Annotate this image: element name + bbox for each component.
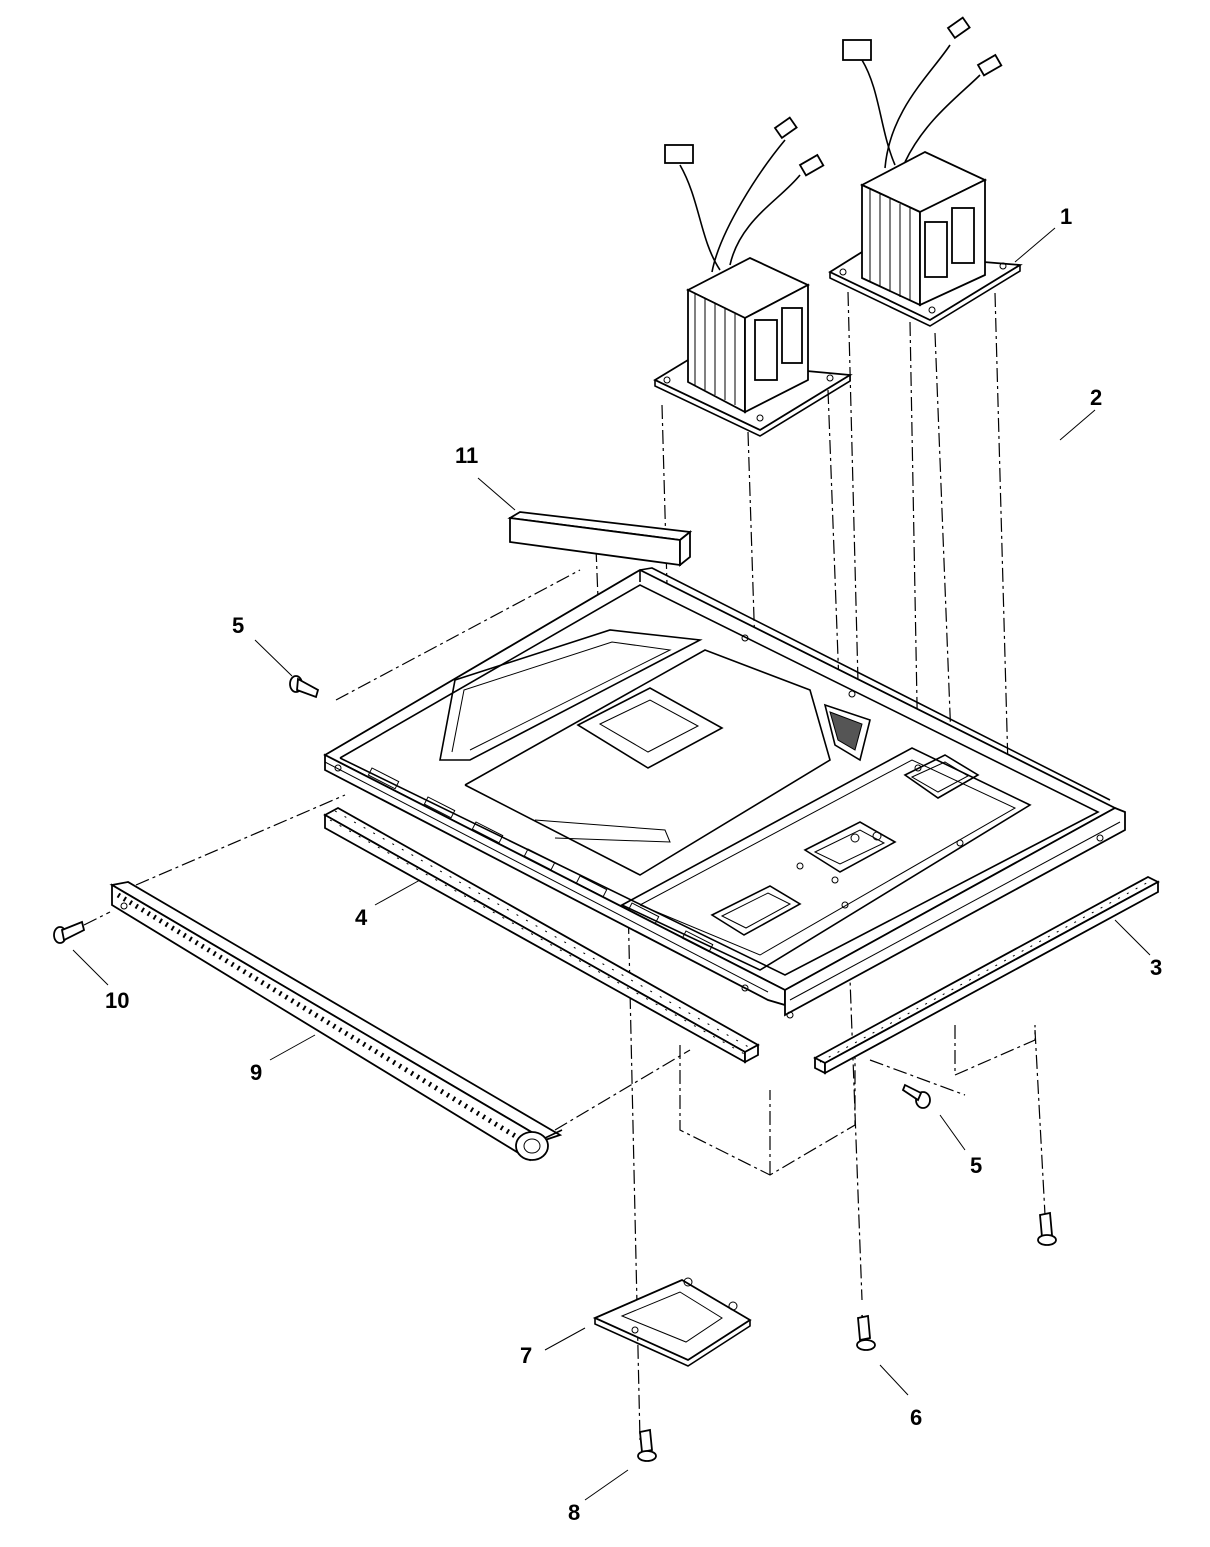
trim-clamp-strip-part	[109, 881, 563, 1162]
callout-7: 7	[520, 1343, 532, 1368]
base-pan-part	[323, 567, 1126, 1019]
screw-right-part	[1037, 1211, 1057, 1246]
screw-6-part	[856, 1314, 876, 1351]
callout-labels: 1 2 3 4 5 5 6 7 8 9 10 11	[105, 204, 1162, 1525]
leader-lines	[72, 227, 1151, 1501]
callout-4: 4	[355, 905, 368, 930]
seal-strip-front-part	[323, 806, 760, 1064]
callout-2: 2	[1090, 385, 1102, 410]
callout-3: 3	[1150, 955, 1162, 980]
callout-11: 11	[455, 443, 478, 468]
callout-5-right: 5	[970, 1153, 982, 1178]
callout-8: 8	[568, 1500, 580, 1525]
screw-5-right-part	[901, 1083, 931, 1109]
callout-9: 9	[250, 1060, 262, 1085]
callout-10: 10	[105, 988, 129, 1013]
foam-strip-part	[507, 511, 693, 567]
screw-8-part	[637, 1428, 657, 1462]
screw-10-part	[53, 911, 111, 944]
callout-6: 6	[910, 1405, 922, 1430]
transformer-left-part	[653, 116, 853, 437]
seal-strip-right-part	[813, 875, 1160, 1075]
callout-1: 1	[1060, 204, 1072, 229]
transformer-right-part	[828, 16, 1023, 327]
callout-5-left: 5	[232, 613, 244, 638]
screw-5-left-part	[289, 675, 320, 699]
bracket-7-part	[592, 1277, 752, 1367]
